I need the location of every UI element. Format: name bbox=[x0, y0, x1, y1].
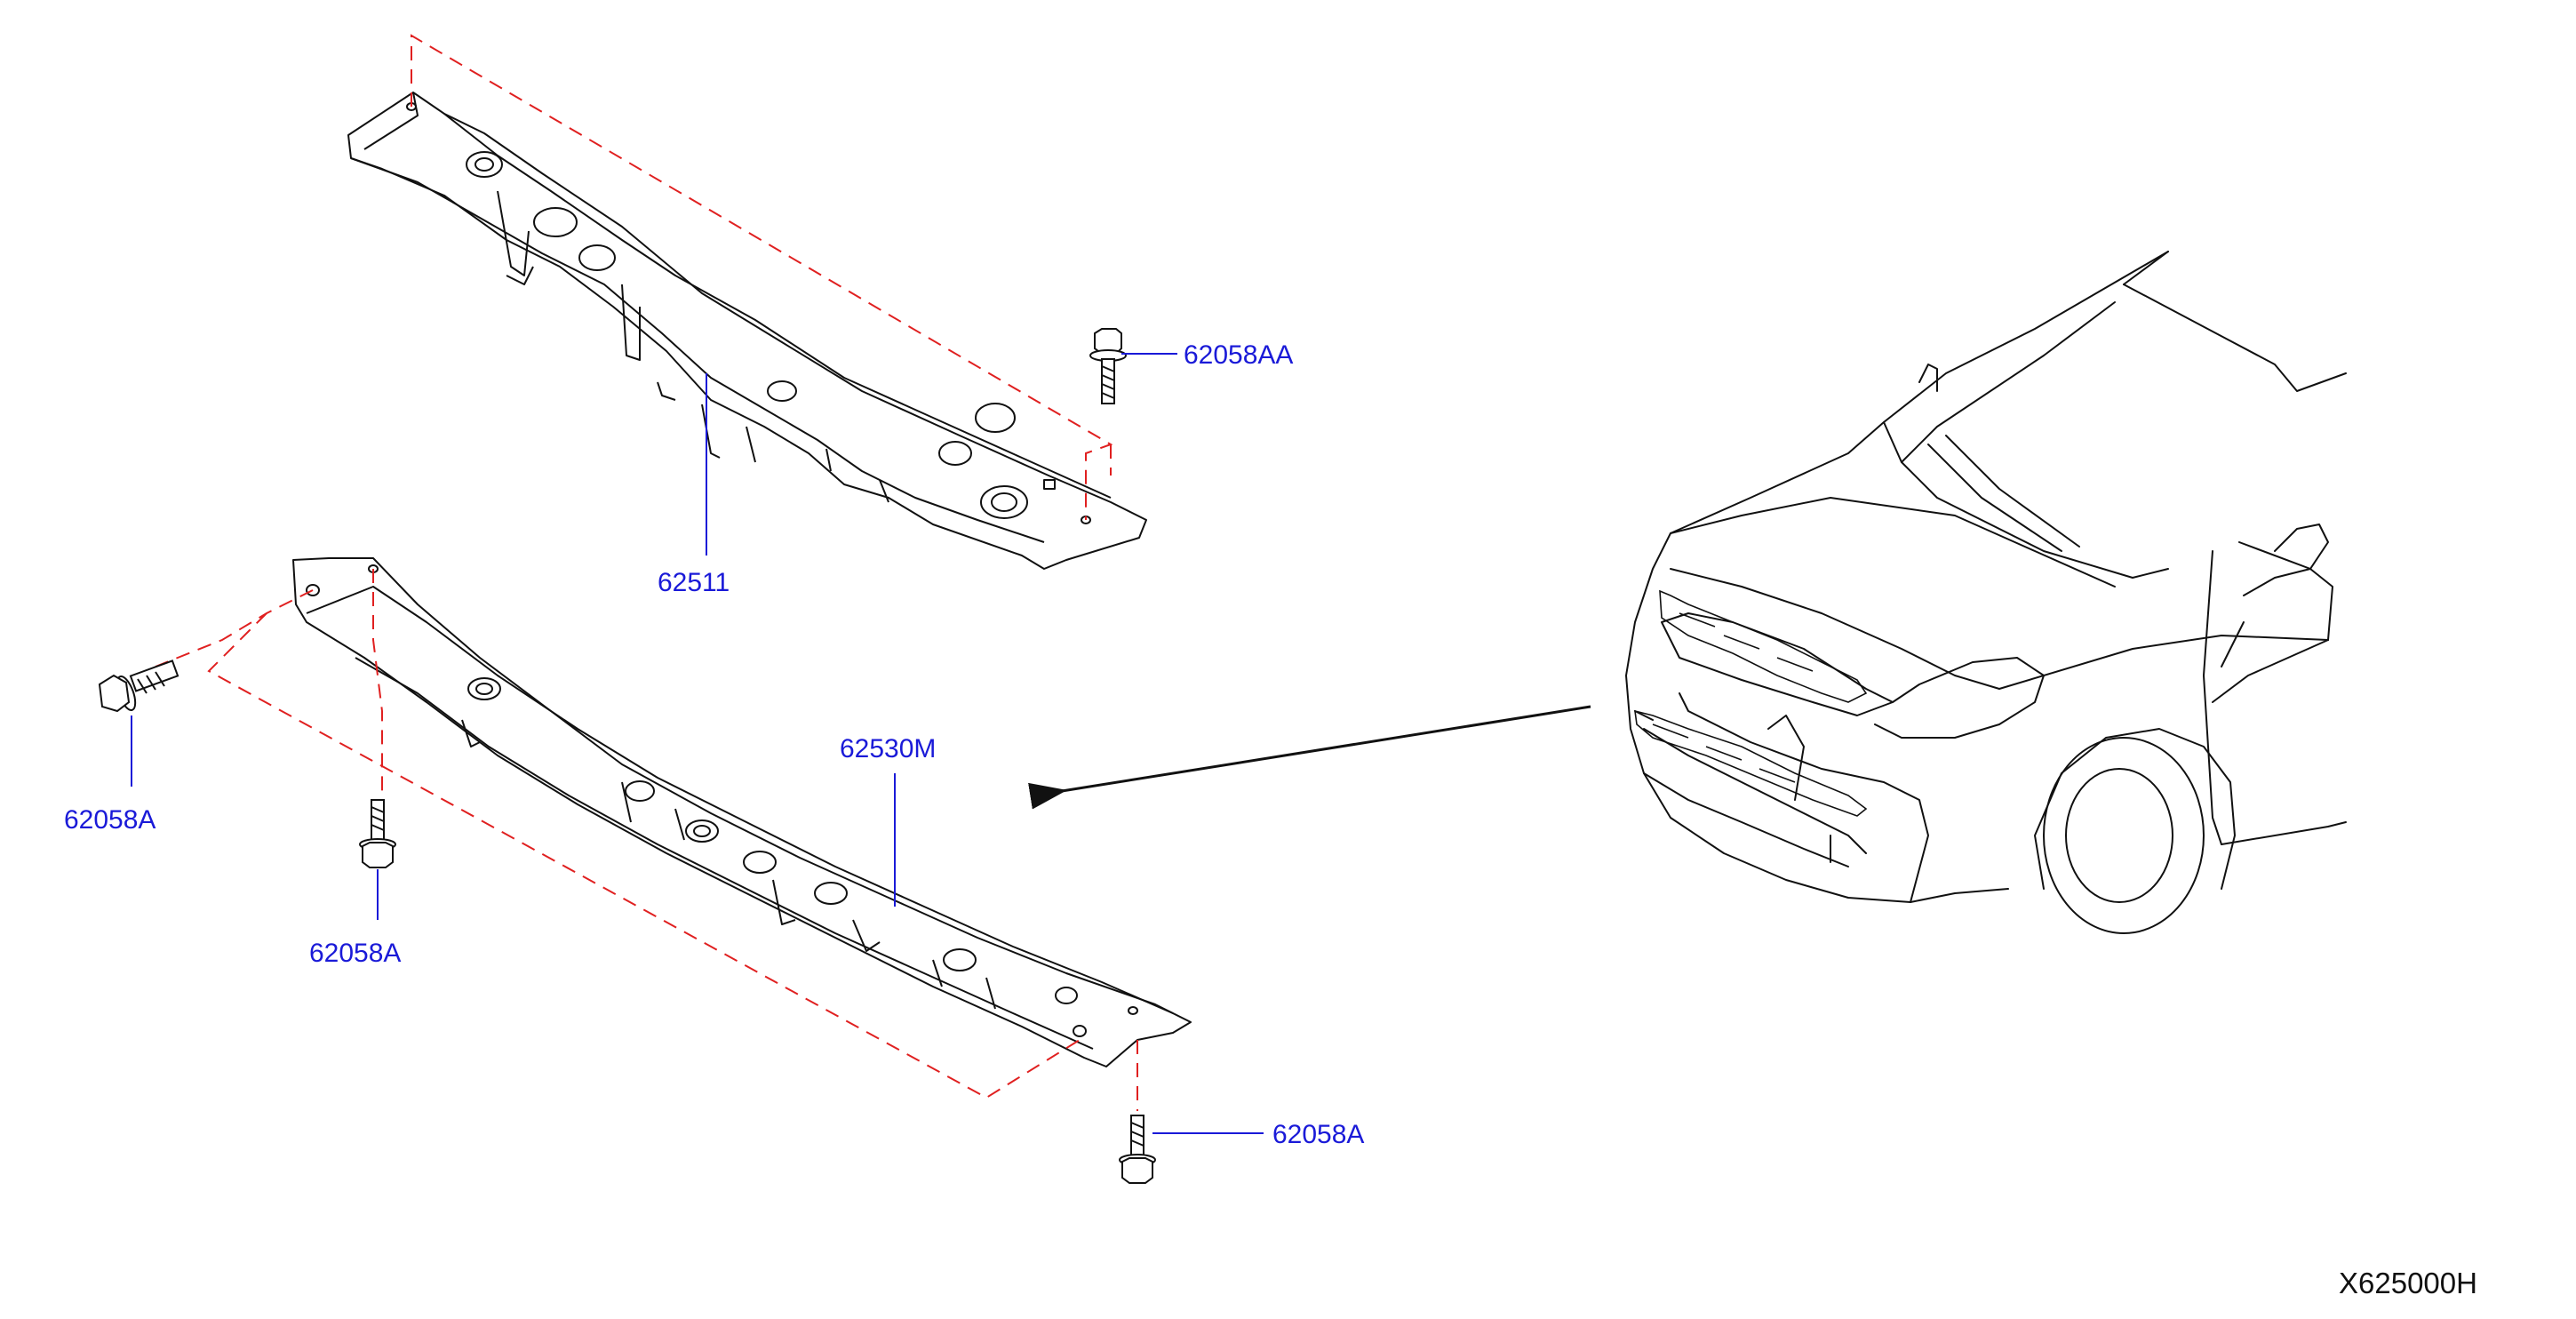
assembly-guide-lines bbox=[155, 34, 1138, 1111]
hex-flange-bolt-icon-left bbox=[98, 660, 179, 713]
car-lower-support-detail bbox=[1634, 709, 1868, 817]
upper-radiator-core-support bbox=[347, 92, 1147, 570]
hex-flange-bolt-icon-upper bbox=[1089, 328, 1127, 404]
label-62511: 62511 bbox=[658, 568, 730, 597]
label-62058aa: 62058AA bbox=[1184, 340, 1293, 370]
car-upper-support-detail bbox=[1659, 589, 1868, 703]
label-62530m: 62530M bbox=[840, 734, 936, 763]
hex-flange-bolt-icon-right bbox=[1119, 1115, 1156, 1184]
label-62058a-right: 62058A bbox=[1272, 1120, 1364, 1149]
lower-radiator-core-support bbox=[292, 557, 1192, 1067]
label-62058a-left: 62058A bbox=[64, 805, 156, 835]
car-front-view-icon bbox=[1625, 251, 2347, 934]
locator-arrow-icon bbox=[1028, 705, 1591, 810]
hex-flange-bolt-icon-mid bbox=[359, 799, 396, 868]
leader-lines bbox=[131, 353, 1264, 1134]
label-62058a-mid: 62058A bbox=[309, 939, 401, 968]
diagram-id: X625000H bbox=[2339, 1267, 2477, 1299]
